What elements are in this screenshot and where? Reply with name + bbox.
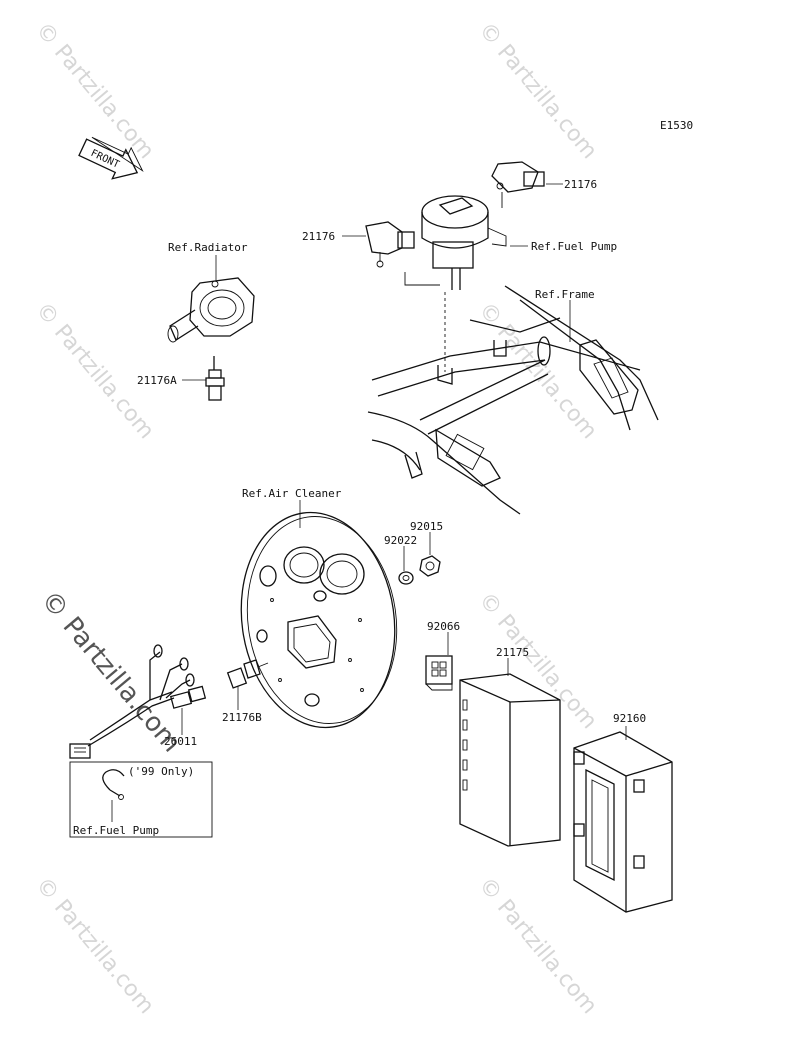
nut-92015 — [419, 555, 441, 577]
label-radiator: Ref.Radiator — [168, 241, 248, 254]
part-21176A: 21176A — [137, 374, 177, 387]
part-92160: 92160 — [613, 712, 646, 725]
watermark: © Partzilla.com — [30, 18, 158, 164]
part-92015: 92015 — [410, 520, 443, 533]
part-26011: 26011 — [164, 735, 197, 748]
watermark: © Partzilla.com — [473, 298, 601, 444]
part-21176B: 21176B — [222, 711, 262, 724]
part-21175: 21175 — [496, 646, 529, 659]
air-cleaner-plate — [240, 511, 398, 729]
label-frame: Ref.Frame — [535, 288, 595, 301]
fuel-pump — [404, 195, 507, 290]
harness-26011 — [69, 644, 207, 759]
sensor-21176-left — [365, 221, 415, 268]
damper-92160 — [573, 731, 673, 913]
sensor-21176A — [205, 356, 225, 401]
frame — [367, 285, 659, 515]
label-air-cleaner: Ref.Air Cleaner — [242, 487, 342, 500]
inset-note: ('99 Only) — [128, 765, 194, 778]
radiator-housing — [167, 277, 255, 343]
label-fuel-pump-top: Ref.Fuel Pump — [531, 240, 617, 253]
part-92066: 92066 — [427, 620, 460, 633]
ecu-21175 — [459, 673, 561, 847]
connector-92066 — [425, 655, 453, 691]
washer-92022 — [398, 571, 414, 585]
part-21176-left: 21176 — [302, 230, 335, 243]
sensor-21176-right — [491, 161, 545, 208]
watermark: © Partzilla.com — [473, 18, 601, 164]
watermark: © Partzilla.com — [30, 298, 158, 444]
watermark: © Partzilla.com — [473, 588, 601, 734]
watermark: © Partzilla.com — [30, 873, 158, 1019]
watermark: © Partzilla.com — [473, 873, 601, 1019]
diagram-code: E1530 — [660, 119, 693, 132]
label-fuel-pump-inset: Ref.Fuel Pump — [73, 824, 159, 837]
inset-box — [69, 761, 213, 838]
part-21176-right: 21176 — [564, 178, 597, 191]
part-92022: 92022 — [384, 534, 417, 547]
sensor-21176B — [226, 659, 269, 689]
